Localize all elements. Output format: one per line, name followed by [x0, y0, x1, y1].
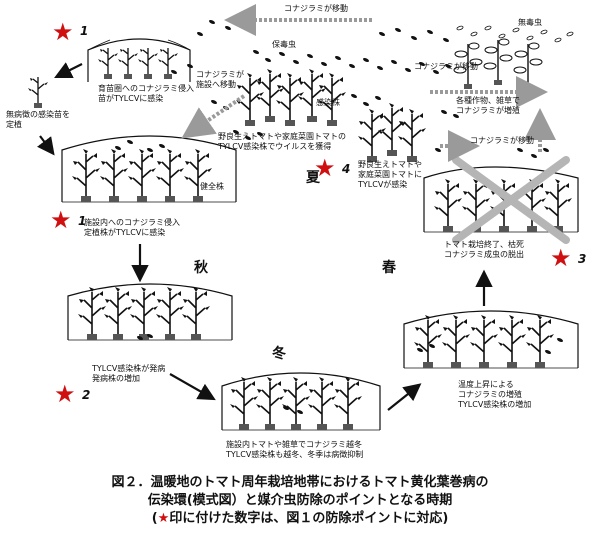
label-winter-facility: 施設内トマトや雑草でコナジラミ越冬 TYLCV感染株も越冬、冬季は病徴抑制 [226, 440, 364, 459]
figure-caption-line2: 伝染環(模式図）と媒介虫防除のポイントとなる時期 [147, 493, 453, 508]
star-icon: ★ [314, 154, 336, 182]
point-number: 3 [578, 252, 587, 266]
facility-greenhouse-spring [403, 310, 579, 369]
star-icon: ★ [54, 380, 76, 408]
season-summer: 夏 [306, 170, 320, 186]
cross-mark [452, 156, 570, 244]
point-number: 2 [82, 388, 91, 402]
facility-greenhouse-winter [221, 372, 381, 431]
caption-note: 印に付けた数字は、図１の防除ポイントに対応) [169, 511, 449, 526]
label-nonvir-insect: 無毒虫 [518, 18, 542, 27]
star-icon: ★ [52, 18, 74, 46]
wild-tomato-plants [357, 102, 427, 163]
label-whitefly-move-mid: コナジラミが移動 [470, 136, 534, 145]
season-autumn: 秋 [194, 260, 208, 276]
star-icon: ★ [50, 206, 72, 234]
label-wild-tomato-infected: 野良生えトマトや 家庭菜園トマトに TYLCVが感染 [358, 160, 422, 189]
label-nursery-invasion: 育苗圏へのコナジラミ侵入 苗がTYLCVに感染 [98, 84, 194, 103]
label-whitefly-move-top: コナジラミが移動 [284, 4, 348, 13]
facility-greenhouse-summer [61, 135, 237, 203]
label-spring-increase: 温度上昇による コナジラミの増殖 TYLCV感染株の増加 [458, 380, 532, 409]
facility-greenhouse-autumn [67, 283, 233, 341]
label-whitefly-move-right: コナジラミが移動 [414, 62, 478, 71]
nursery-greenhouse [87, 38, 191, 82]
point-number: 1 [78, 214, 87, 228]
cycle-arrows [37, 62, 493, 411]
season-spring: 春 [382, 260, 396, 276]
label-onset: TYLCV感染株が発病 発病株の増加 [92, 364, 166, 383]
label-whitefly-to-facility: コナジラミが 施設へ移動 [196, 70, 244, 89]
facility-greenhouse-harvest-end [423, 156, 579, 244]
label-seedling-plant: 無病徴の感染苗を 定植 [6, 110, 70, 129]
caption-star-icon: ★ [157, 511, 170, 526]
point-number: 4 [342, 162, 351, 176]
star-icon: ★ [550, 244, 572, 272]
figure-caption-line3: (★印に付けた数字は、図１の防除ポイントに対応) [0, 510, 600, 527]
figure-caption-line1: 図２．温暖地のトマト周年栽培地帯におけるトマト黄化葉巻病の [111, 475, 489, 490]
label-crops-weeds: 各種作物、雑草で コナジラミが増殖 [456, 96, 520, 115]
label-infected-plant: 感染株 [316, 98, 340, 107]
label-healthy-plant: 健全株 [200, 182, 224, 191]
label-facility-invasion: 施設内へのコナジラミ侵入 定植株がTYLCVに感染 [84, 218, 180, 237]
label-wild-tomato-virus: 野良生えトマトや家庭菜園トマトの TYLCV感染株でウイルスを獲得 [218, 132, 346, 151]
caption-open-paren: ( [151, 511, 158, 526]
label-harvest-end: トマト栽培終了、枯死 コナジラミ成虫の脱出 [444, 240, 524, 259]
whitefly-movement-arrows [181, 4, 556, 162]
point-number: 1 [80, 24, 89, 38]
seedling-plant [27, 76, 49, 109]
label-vir-insect: 保毒虫 [272, 40, 296, 49]
season-winter: 冬 [272, 346, 286, 362]
